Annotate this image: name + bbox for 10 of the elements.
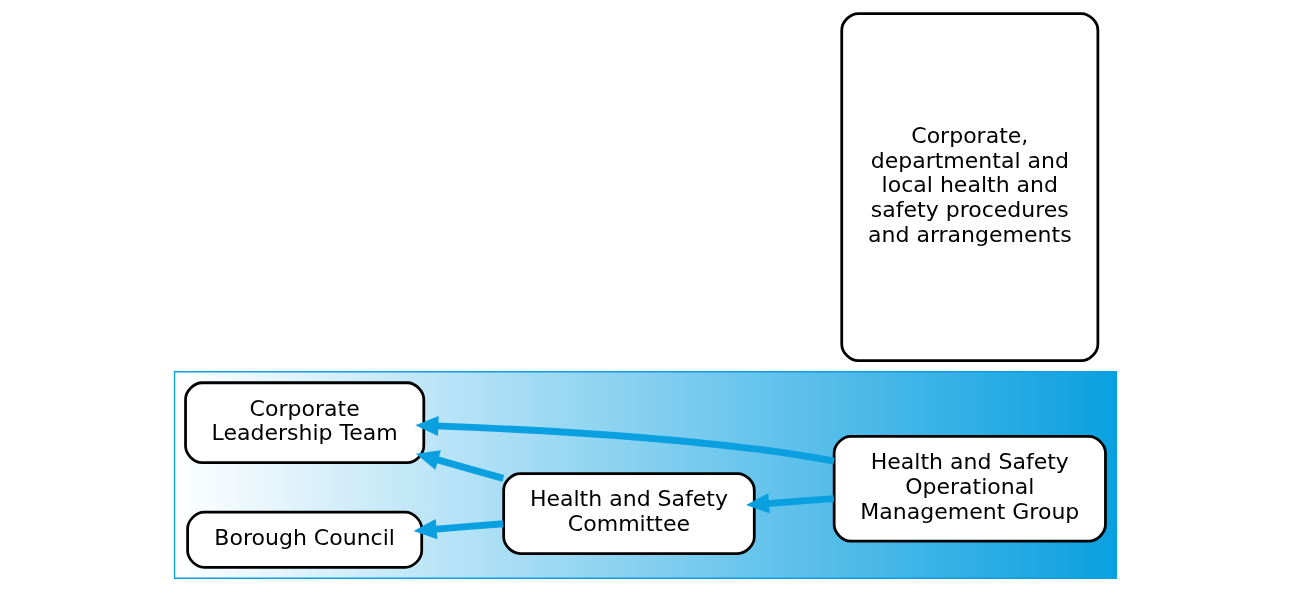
node-box: Corporate Leadership Team: [184, 381, 426, 464]
cluster: [173, 371, 1118, 579]
arrow: [415, 450, 505, 482]
arrow: [413, 519, 504, 540]
node-box: Health and Safety Committee: [502, 472, 756, 555]
node-box: Corporate, departmental and local health and safety procedures and arrangements: [840, 12, 1100, 363]
node-box: Borough Council: [186, 510, 424, 569]
node-box: Health and Safety Operational Management Group: [832, 435, 1107, 543]
arrow: [746, 493, 835, 514]
arrow: [415, 415, 835, 465]
